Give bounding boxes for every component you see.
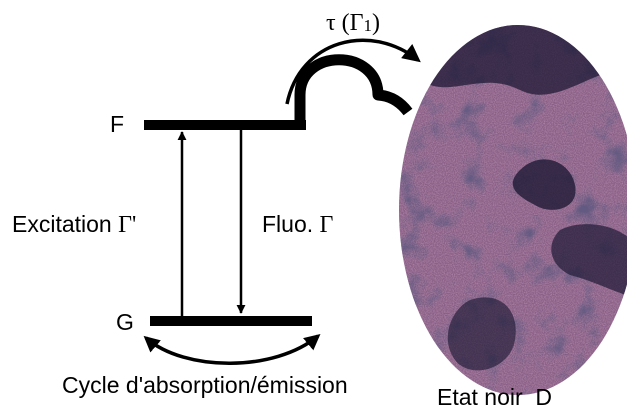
dark-state-oval: [399, 25, 627, 395]
level-g-label: G: [116, 309, 134, 335]
level-g-bar: [150, 316, 312, 326]
transition-curve: [294, 54, 413, 125]
level-f-bar: [144, 120, 306, 130]
fluorescence-label: Fluo. Γ: [262, 211, 334, 238]
excitation-label: Excitation Γ': [12, 211, 136, 238]
curved-arrow-icon: [285, 38, 421, 105]
double-curved-arrow-icon: [143, 333, 321, 365]
tau-gamma1-label: τ (Γ1): [326, 10, 380, 36]
dark-state-label: Etat noir D: [437, 384, 552, 410]
cycle-label: Cycle d'absorption/émission: [62, 372, 348, 398]
level-f-label: F: [110, 111, 124, 137]
